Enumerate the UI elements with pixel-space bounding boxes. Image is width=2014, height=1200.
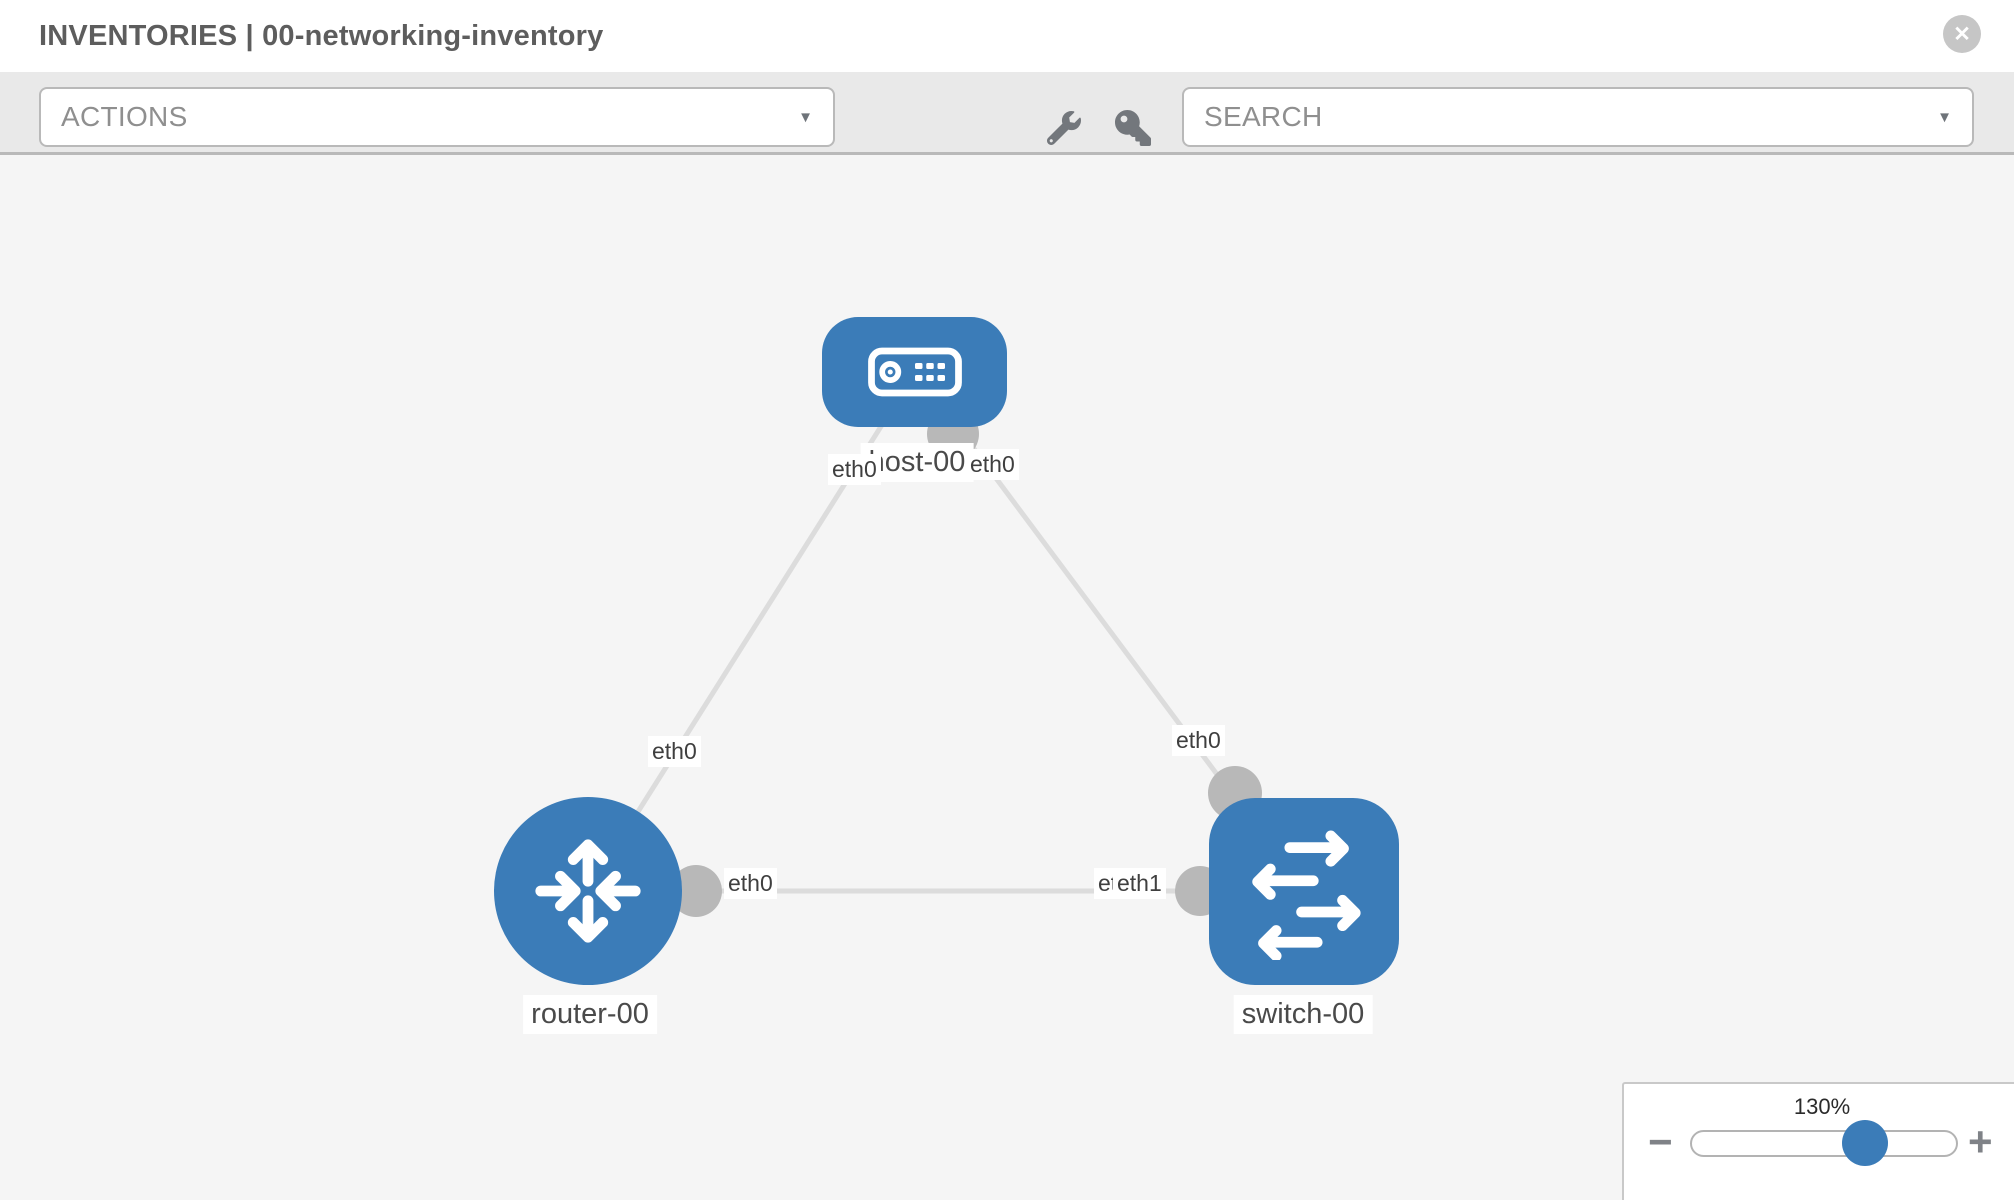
interface-port-router-eth0[interactable] — [670, 865, 722, 917]
zoom-slider-track[interactable] — [1690, 1130, 1958, 1157]
chevron-down-icon: ▼ — [798, 108, 813, 126]
links-layer — [585, 369, 1307, 917]
toolbar: ACTIONS ▼ SEARCH ▼ — [0, 72, 2014, 155]
zoom-control-panel: 130% − + — [1622, 1082, 2014, 1200]
chevron-down-icon: ▼ — [1937, 108, 1952, 126]
node-label-switch-00: switch-00 — [1233, 995, 1373, 1034]
key-icon — [1115, 110, 1151, 146]
close-icon: ✕ — [1953, 22, 1971, 46]
page-title: INVENTORIES | 00-networking-inventory — [39, 19, 604, 52]
interface-label-host-eth0-right: eth0 — [966, 449, 1019, 480]
interface-label-host-eth0-left: eth0 — [828, 454, 881, 485]
router-arrows-icon — [535, 839, 641, 943]
actions-dropdown-label: ACTIONS — [61, 101, 188, 132]
interface-label-router-eth0-uplink: eth0 — [648, 736, 701, 767]
topology-canvas[interactable]: host-00 router-00 switch-00 eth0 eth0 et… — [0, 155, 2014, 1200]
zoom-in-button[interactable]: + — [1968, 1118, 1993, 1165]
interface-label-switch-eth0: eth0 — [1172, 725, 1225, 756]
node-label-router-00: router-00 — [523, 995, 657, 1034]
tools-button[interactable] — [1041, 105, 1087, 151]
node-router-00[interactable] — [494, 797, 682, 985]
switch-arrows-icon — [1252, 830, 1361, 960]
search-dropdown[interactable]: SEARCH ▼ — [1182, 87, 1974, 147]
interface-label-switch-eth1: eth1 — [1113, 868, 1166, 899]
server-icon — [867, 347, 962, 397]
zoom-level-label: 130% — [1793, 1094, 1851, 1119]
header: INVENTORIES | 00-networking-inventory ✕ — [0, 0, 2014, 72]
credentials-button[interactable] — [1110, 105, 1156, 151]
node-switch-00[interactable] — [1209, 798, 1399, 985]
zoom-slider-thumb[interactable] — [1842, 1120, 1888, 1166]
zoom-out-button[interactable]: − — [1648, 1118, 1673, 1165]
search-input: SEARCH — [1204, 101, 1323, 132]
node-host-00[interactable] — [822, 317, 1007, 427]
wrench-icon — [1047, 111, 1081, 145]
actions-dropdown[interactable]: ACTIONS ▼ — [39, 87, 835, 147]
close-button[interactable]: ✕ — [1943, 15, 1981, 53]
interface-label-router-eth0: eth0 — [724, 868, 777, 899]
